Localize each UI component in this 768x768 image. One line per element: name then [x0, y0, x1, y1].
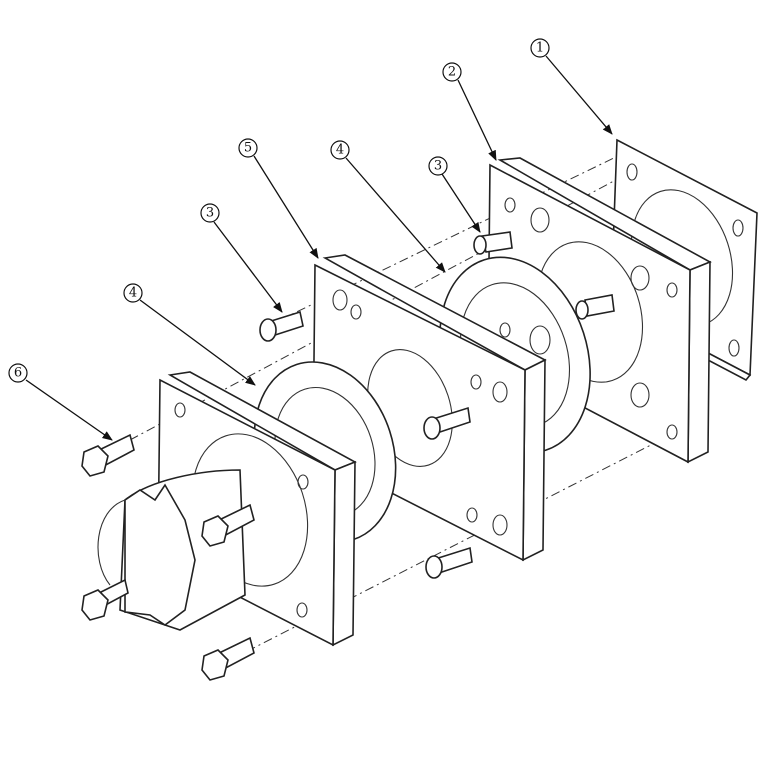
callout-2: 2	[442, 62, 497, 161]
callout-6-label: 6	[14, 366, 22, 381]
callout-2-label: 2	[448, 65, 456, 80]
callout-5-label: 5	[244, 141, 252, 156]
callout-3b: 3	[200, 203, 283, 313]
callout-3a: 3	[428, 156, 481, 233]
part-5-middle-plate	[312, 254, 547, 562]
callout-5: 5	[238, 138, 319, 259]
callout-1-label: 1	[536, 41, 544, 56]
callout-4b: 4	[123, 283, 256, 386]
callout-4b-label: 4	[129, 286, 137, 301]
callout-4a-label: 4	[336, 143, 344, 158]
callout-3a-label: 3	[434, 159, 442, 174]
part-3-screw-left	[259, 310, 304, 342]
callout-4a: 4	[330, 140, 446, 273]
callout-6: 6	[8, 363, 113, 441]
callout-1: 1	[530, 38, 613, 135]
part-3-screws-middle	[423, 406, 473, 579]
part-6-hex-bolts	[81, 433, 255, 681]
part-3-screw-upper	[473, 231, 615, 320]
callout-3b-label: 3	[206, 206, 214, 221]
